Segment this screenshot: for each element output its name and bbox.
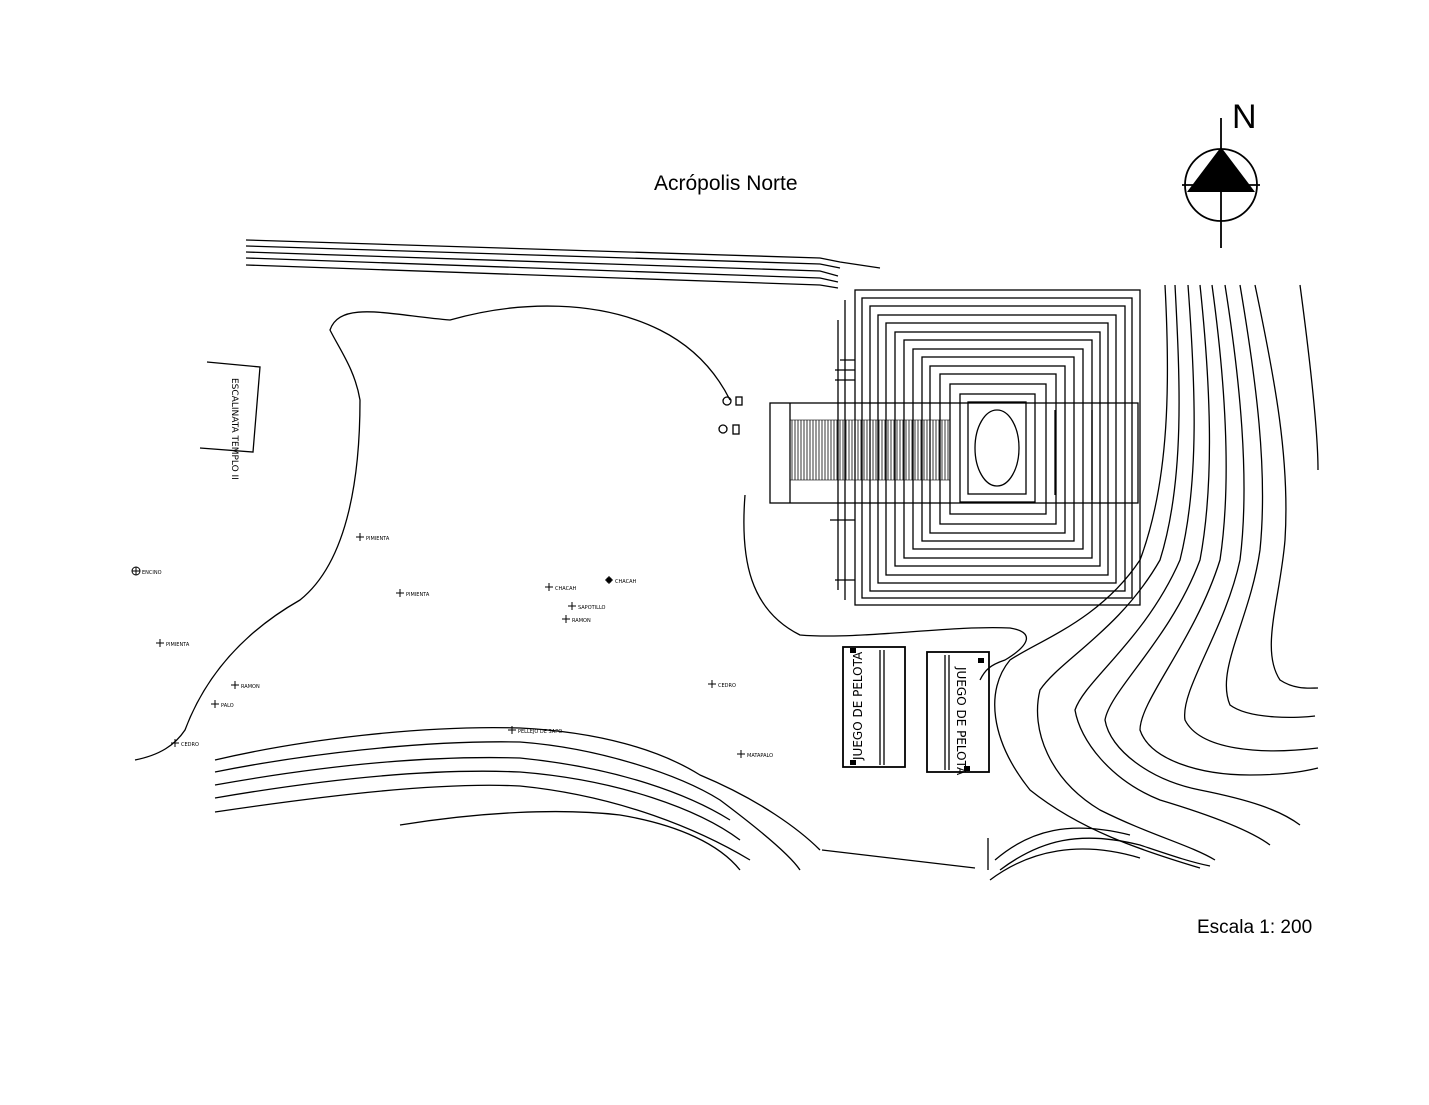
tree-marker: PELLEJO DE SAPO: [508, 726, 562, 735]
tree-markers: PIMIENTA ENCINO CHACAH CHACAH SAPOTILLO RAMON…: [131, 533, 773, 759]
tree-marker: CHACAH: [545, 583, 576, 592]
tree-label: MATAPALO: [747, 753, 773, 759]
tree-marker: PIMIENTA: [156, 639, 190, 648]
small-rect-1: [735, 396, 743, 406]
plaza-east-edge: [743, 494, 1028, 681]
tree-marker: ENCINO: [131, 566, 162, 576]
ballcourt-west-label: JUEGO DE PELOTA: [851, 651, 865, 761]
south-contour-lines: [214, 726, 989, 871]
tree-label: PIMIENTA: [406, 592, 430, 598]
north-arrow-icon: [1182, 118, 1260, 248]
cross-marker-icon: [508, 726, 516, 734]
tree-marker: PIMIENTA: [396, 589, 430, 598]
plaza-outline: [134, 305, 731, 761]
ballcourt-west: [842, 646, 906, 768]
tree-marker: CEDRO: [708, 680, 736, 689]
tree-marker: MATAPALO: [737, 750, 773, 759]
tree-label: SAPOTILLO: [578, 605, 606, 611]
small-rect-2: [732, 424, 740, 435]
tree-label: ENCINO: [142, 570, 162, 576]
escalinata-label: ESCALINATA TEMPLO II: [229, 378, 239, 480]
small-circle-2: [718, 424, 728, 434]
north-contour-lines: [245, 239, 881, 289]
north-label: N: [1232, 98, 1257, 136]
tree-label: PALO: [221, 703, 234, 709]
tree-marker: CHACAH: [605, 576, 636, 585]
tree-label: RAMON: [241, 684, 260, 690]
cross-marker-icon: [132, 567, 140, 575]
cross-marker-icon: [211, 700, 219, 708]
cross-marker-icon: [708, 680, 716, 688]
tree-label: RAMON: [572, 618, 591, 624]
stairway-hatching: [791, 420, 949, 480]
ballcourt-east: [926, 651, 990, 773]
tree-label: CEDRO: [181, 742, 199, 748]
cross-marker-icon: [562, 615, 570, 623]
east-contour-lines: [989, 284, 1319, 881]
tree-marker: RAMON: [231, 681, 260, 690]
cross-marker-icon: [156, 639, 164, 647]
cross-marker-icon: [231, 681, 239, 689]
cross-marker-icon: [605, 576, 613, 584]
tree-label: CEDRO: [718, 683, 736, 689]
tree-label: PIMIENTA: [366, 536, 390, 542]
cross-marker-icon: [171, 739, 179, 747]
tree-label: PIMIENTA: [166, 642, 190, 648]
escalinata-templo-ii: [199, 361, 261, 453]
ballcourt-east-label: JUEGO DE PELOTA: [954, 666, 968, 776]
tree-label: CHACAH: [615, 579, 636, 585]
cross-marker-icon: [396, 589, 404, 597]
tree-marker: PALO: [211, 700, 234, 709]
tree-marker: PIMIENTA: [356, 533, 390, 542]
tree-label: CHACAH: [555, 586, 576, 592]
tree-label: PELLEJO DE SAPO: [518, 729, 562, 735]
cross-marker-icon: [545, 583, 553, 591]
scale-label: Escala 1: 200: [1197, 917, 1313, 938]
cross-marker-icon: [356, 533, 364, 541]
cross-marker-icon: [737, 750, 745, 758]
cross-marker-icon: [568, 602, 576, 610]
tree-marker: SAPOTILLO: [568, 602, 606, 611]
map-title: Acrópolis Norte: [654, 172, 798, 195]
tree-marker: RAMON: [562, 615, 591, 624]
small-circle-1: [722, 396, 732, 406]
tree-marker: CEDRO: [171, 739, 199, 748]
acropolis-terraces: [830, 289, 1141, 606]
